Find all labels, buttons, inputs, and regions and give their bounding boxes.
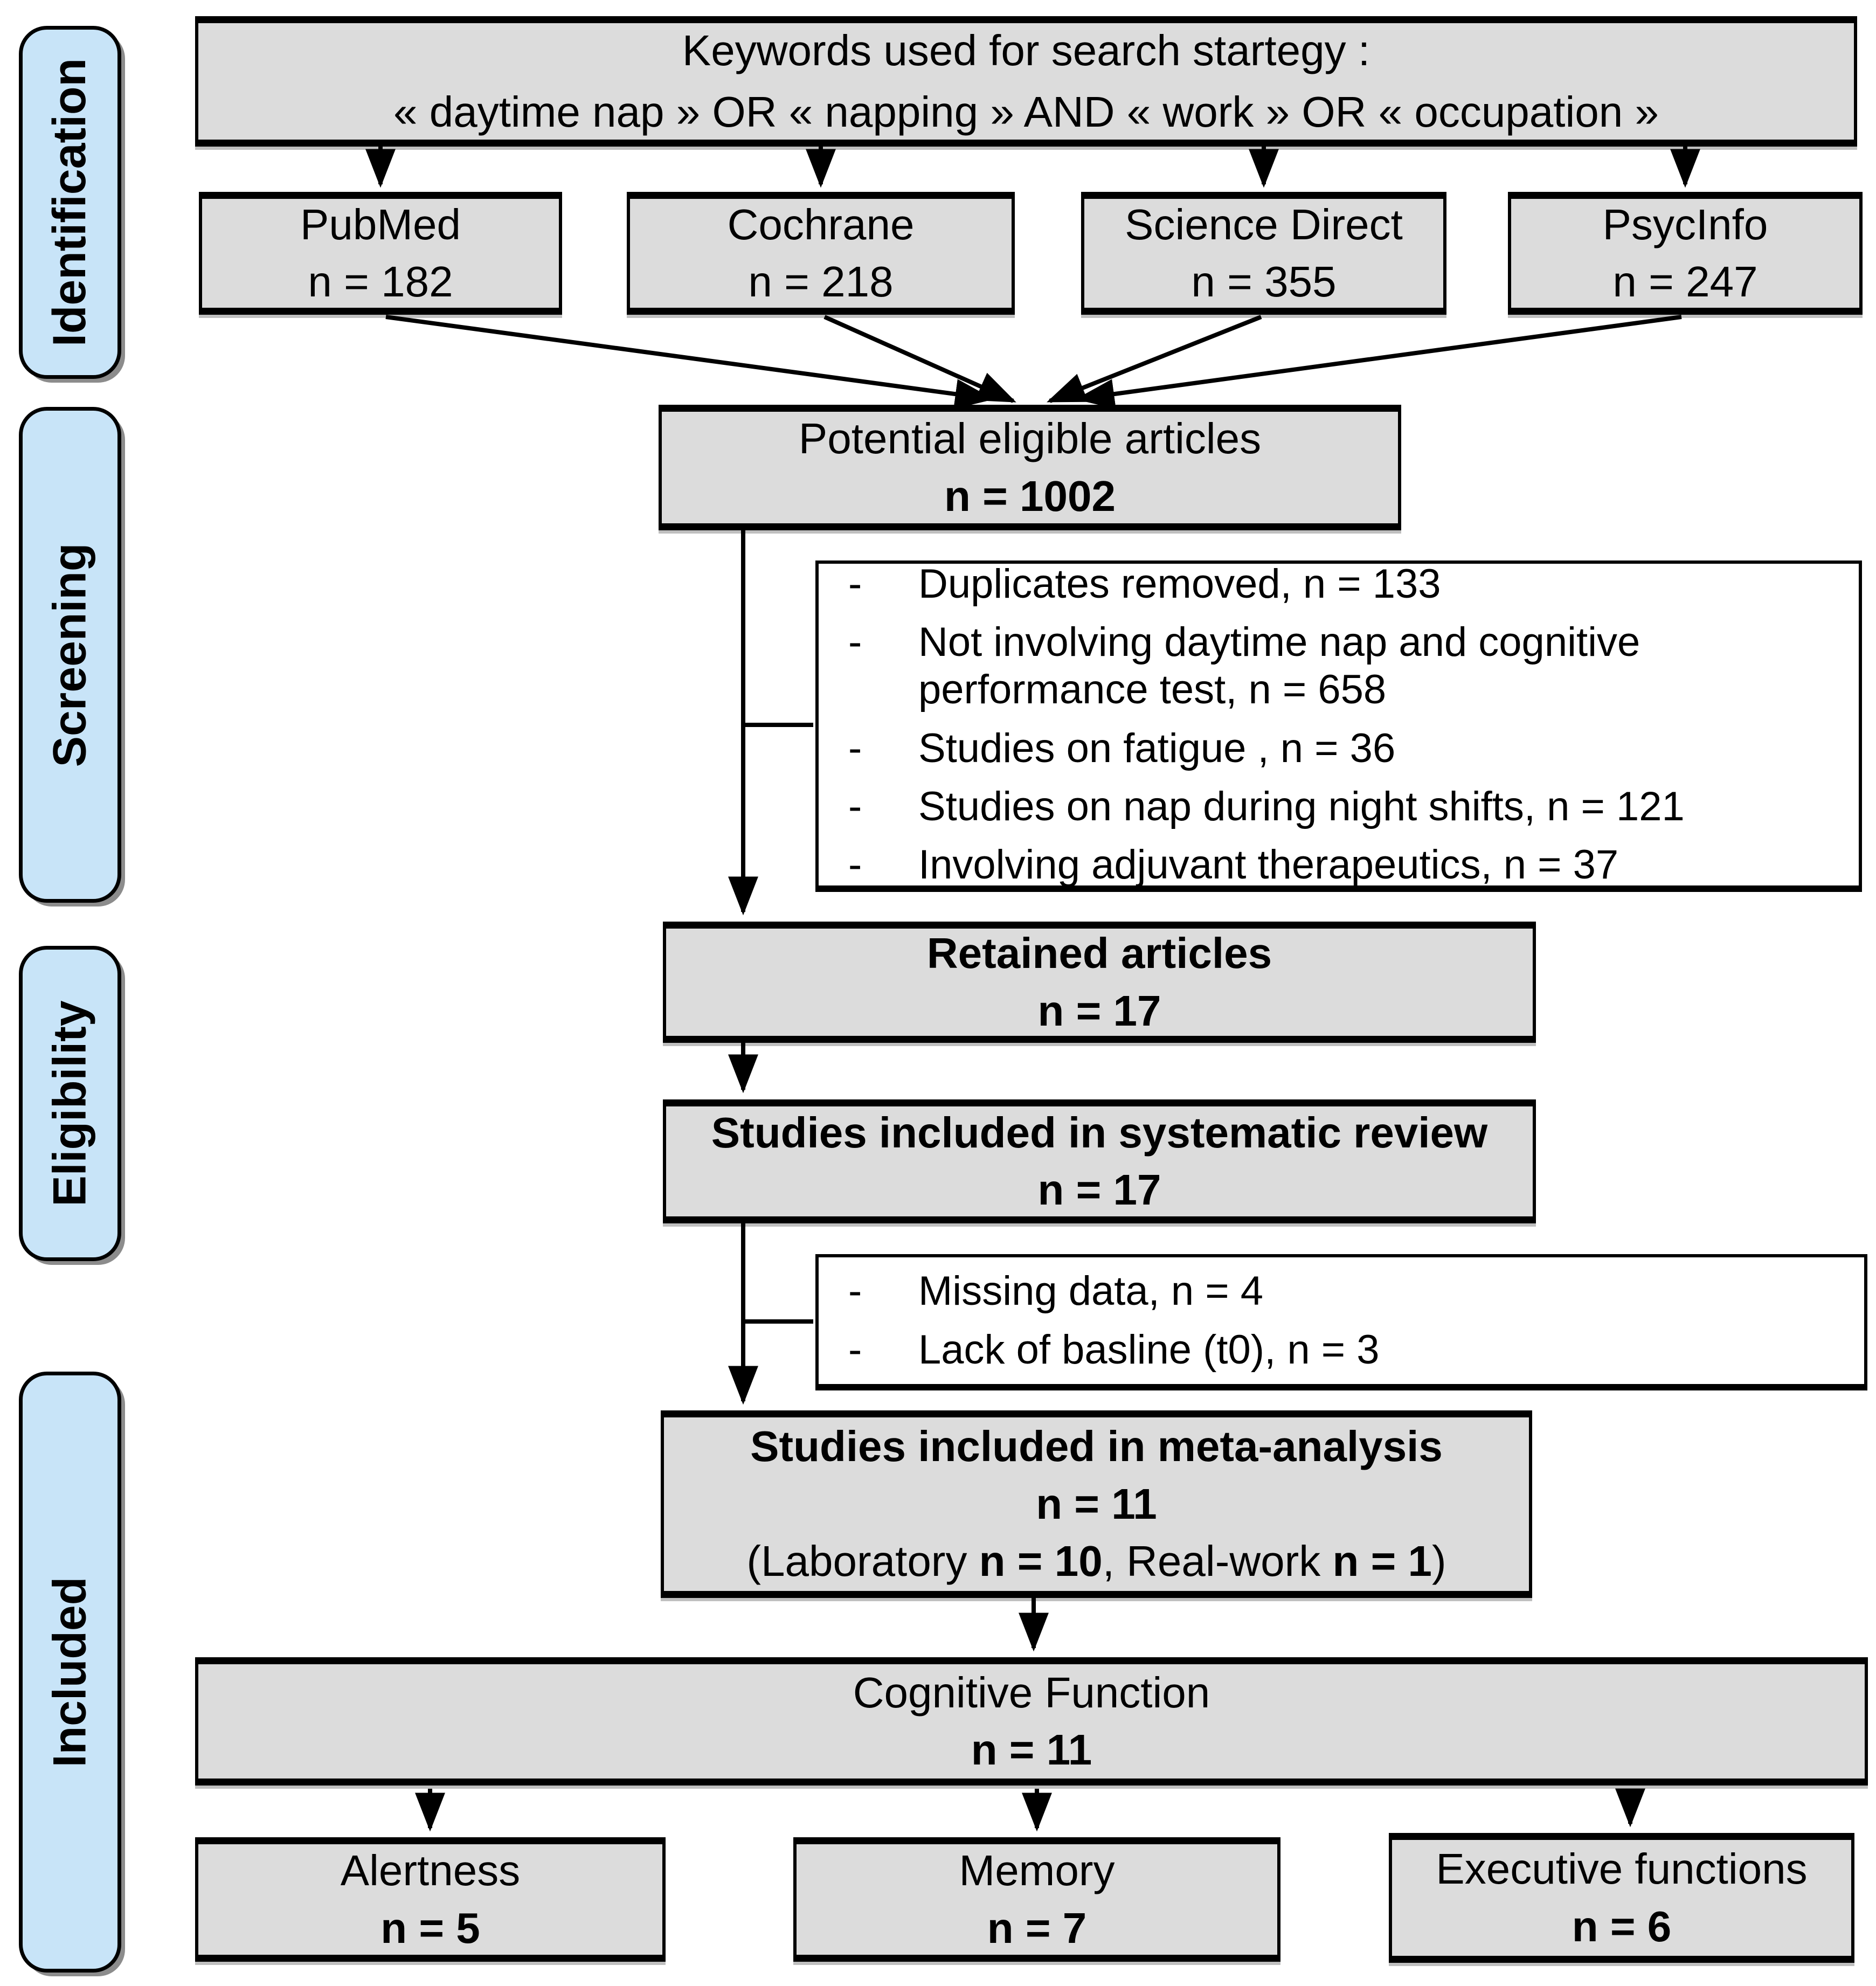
exclusion-text: Not involving daytime nap and cognitive … — [918, 619, 1640, 713]
arrow-cochrane-to-potential — [823, 315, 1016, 403]
database-count: n = 355 — [1191, 258, 1337, 306]
bullet-dash: - — [848, 841, 862, 888]
bullet-dash: - — [848, 1268, 862, 1314]
exclusion-item: - Duplicates removed, n = 133 — [848, 560, 1843, 608]
exclusion-item: - Studies on nap during night shifts, n … — [848, 783, 1843, 831]
stage-label-identification: Identification — [19, 26, 121, 379]
bullet-dash: - — [848, 783, 862, 829]
exclusion-list: - Missing data, n = 4 - Lack of basline … — [819, 1253, 1864, 1388]
database-count: n = 218 — [748, 258, 894, 306]
database-name: PubMed — [300, 200, 461, 248]
meta-title: Studies included in meta-analysis — [750, 1422, 1443, 1471]
database-box-pubmed: PubMed n = 182 — [199, 192, 562, 315]
potential-count: n = 1002 — [944, 472, 1116, 520]
exclusion-text: Duplicates removed, n = 133 — [918, 561, 1441, 607]
outcome-box-memory: Memory n = 7 — [793, 1837, 1280, 1962]
database-name: PsycInfo — [1602, 200, 1768, 248]
bullet-dash: - — [848, 1326, 862, 1373]
exclusion-text: Missing data, n = 4 — [918, 1268, 1264, 1314]
stage-label-eligibility: Eligibility — [19, 946, 121, 1261]
cognitive-count: n = 11 — [971, 1726, 1092, 1774]
exclusion-item: - Involving adjuvant therapeutics, n = 3… — [848, 841, 1843, 889]
retained-title: Retained articles — [926, 929, 1272, 978]
exclusion-item: - Lack of basline (t0), n = 3 — [848, 1326, 1848, 1374]
arrow-pubmed-to-potential — [385, 315, 994, 409]
database-count: n = 182 — [308, 258, 453, 306]
retained-count: n = 17 — [1037, 986, 1161, 1035]
database-name: Cochrane — [727, 200, 915, 248]
outcome-box-executive-functions: Executive functions n = 6 — [1389, 1833, 1854, 1963]
outcome-name: Memory — [959, 1846, 1115, 1895]
meta-subline: (Laboratory n = 10, Real-work n = 1) — [746, 1533, 1446, 1590]
exclusion-item: - Not involving daytime nap and cognitiv… — [848, 619, 1843, 714]
retained-articles-box: Retained articles n = 17 — [663, 922, 1536, 1043]
database-name: Science Direct — [1125, 200, 1403, 248]
stage-label-included: Included — [19, 1372, 121, 1973]
meta-analysis-box: Studies included in meta-analysis n = 11… — [661, 1410, 1532, 1598]
database-box-sciencedirect: Science Direct n = 355 — [1081, 192, 1446, 315]
systematic-title: Studies included in systematic review — [711, 1108, 1488, 1157]
stage-text-included: Included — [44, 1576, 96, 1768]
eligibility-exclusions-box: - Missing data, n = 4 - Lack of basline … — [815, 1254, 1867, 1390]
cognitive-title: Cognitive Function — [853, 1668, 1210, 1717]
stage-text-eligibility: Eligibility — [44, 1000, 96, 1207]
outcome-name: Alertness — [340, 1846, 521, 1895]
keywords-box: Keywords used for search startegy : « da… — [195, 16, 1857, 147]
systematic-count: n = 17 — [1037, 1166, 1161, 1214]
exclusion-text: Studies on fatigue , n = 36 — [918, 725, 1396, 771]
bullet-dash: - — [848, 725, 862, 771]
database-count: n = 247 — [1612, 258, 1758, 306]
exclusion-item: - Missing data, n = 4 — [848, 1268, 1848, 1315]
exclusion-list: - Duplicates removed, n = 133 - Not invo… — [819, 545, 1859, 904]
bullet-dash: - — [848, 561, 862, 607]
potential-title: Potential eligible articles — [798, 414, 1262, 463]
meta-sub-lab-count: n = 10 — [979, 1537, 1103, 1586]
keywords-line1: Keywords used for search startegy : — [682, 26, 1370, 75]
exclusion-text: Involving adjuvant therapeutics, n = 37 — [918, 841, 1619, 888]
arrow-psycinfo-to-potential — [1075, 315, 1682, 409]
outcome-count: n = 7 — [987, 1904, 1087, 1952]
exclusion-item: - Studies on fatigue , n = 36 — [848, 725, 1843, 772]
database-box-psycinfo: PsycInfo n = 247 — [1508, 192, 1863, 315]
bullet-dash: - — [848, 619, 862, 666]
meta-sub-suffix: ) — [1432, 1537, 1446, 1586]
outcome-name: Executive functions — [1436, 1845, 1808, 1893]
stage-text-screening: Screening — [44, 543, 96, 767]
outcome-count: n = 6 — [1572, 1902, 1672, 1950]
systematic-review-box: Studies included in systematic review n … — [663, 1099, 1536, 1223]
meta-count: n = 11 — [1036, 1479, 1157, 1528]
exclusion-text: Lack of basline (t0), n = 3 — [918, 1326, 1380, 1373]
screening-exclusions-box: - Duplicates removed, n = 133 - Not invo… — [815, 560, 1862, 892]
cognitive-function-box: Cognitive Function n = 11 — [195, 1657, 1868, 1786]
database-box-cochrane: Cochrane n = 218 — [627, 192, 1015, 315]
meta-sub-mid: , Real-work — [1102, 1537, 1333, 1586]
keywords-line2: « daytime nap » OR « napping » AND « wor… — [393, 88, 1659, 136]
meta-sub-prefix: (Laboratory — [746, 1537, 979, 1586]
potential-eligible-articles-box: Potential eligible articles n = 1002 — [659, 405, 1401, 530]
outcome-box-alertness: Alertness n = 5 — [195, 1837, 666, 1962]
stage-text-identification: Identification — [44, 58, 96, 347]
exclusion-text: Studies on nap during night shifts, n = … — [918, 783, 1685, 829]
outcome-count: n = 5 — [380, 1904, 480, 1952]
meta-sub-realwork-count: n = 1 — [1332, 1537, 1432, 1586]
stage-label-screening: Screening — [19, 407, 121, 903]
